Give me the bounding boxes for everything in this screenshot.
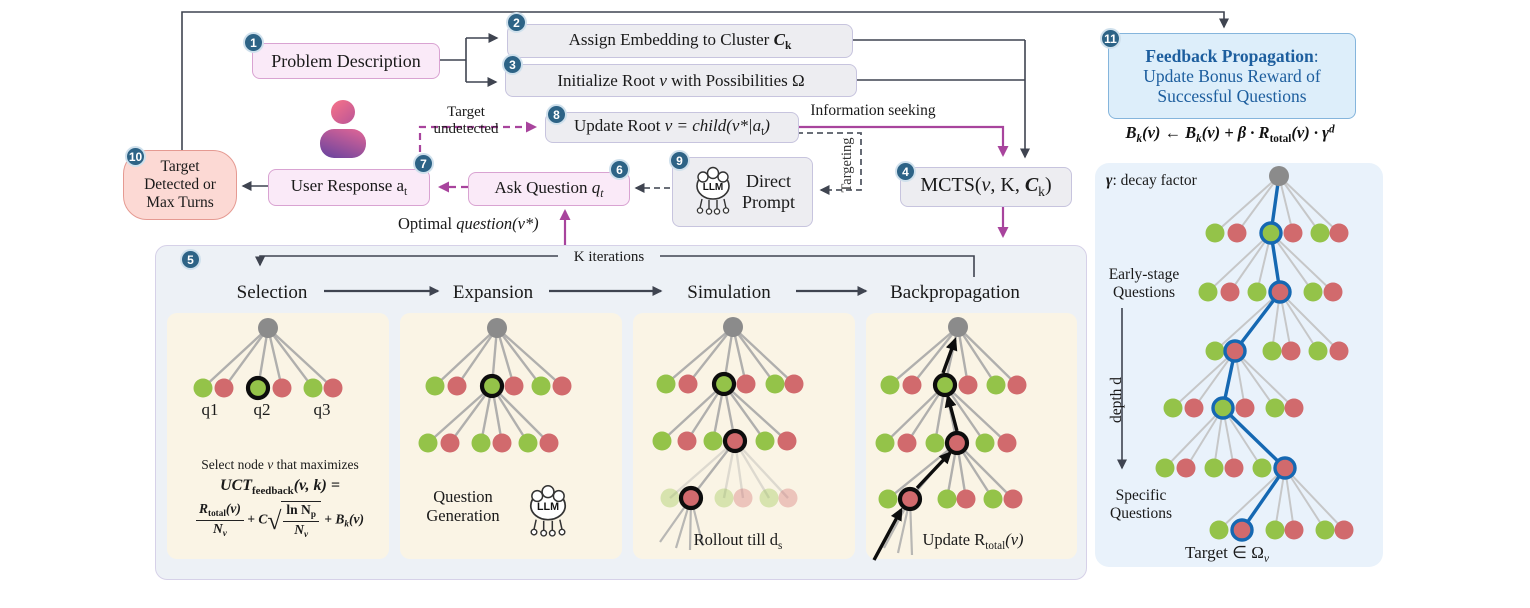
target-detected-box: Target Detected or Max Turns bbox=[123, 150, 237, 220]
update-rtotal-label: Update Rtotal(v) bbox=[922, 530, 1024, 552]
update-root-box: Update Root v = child(v*|at) bbox=[545, 112, 799, 143]
problem-description-box: Problem Description bbox=[252, 43, 440, 79]
user-icon bbox=[320, 100, 366, 162]
target-in-omega-label: Target ∈ Ωv bbox=[1185, 543, 1269, 566]
step-3-badge: 3 bbox=[502, 54, 523, 75]
direct-prompt-line2: Prompt bbox=[741, 192, 795, 212]
assign-embedding-box: Assign Embedding to Cluster Ck bbox=[507, 24, 853, 58]
q2-label: q2 bbox=[253, 400, 271, 419]
decay-factor-label: γ: decay factor bbox=[1106, 172, 1197, 189]
bonus-update-formula: Bk(v) ← Bk(v) + β · Rtotal(v) · γd bbox=[1125, 123, 1335, 145]
depth-d-label: depth d bbox=[1108, 376, 1125, 424]
step-6-badge: 6 bbox=[609, 159, 630, 180]
step-11-badge: 11 bbox=[1100, 28, 1121, 49]
step-2-badge: 2 bbox=[506, 12, 527, 33]
mcts-box: MCTS(v, K, Ck) bbox=[900, 167, 1072, 207]
backpropagation-subpanel bbox=[866, 313, 1077, 559]
stage-backpropagation-label: Backpropagation bbox=[890, 282, 1020, 303]
uct-formula: UCTfeedback(v, k) = Rtotal(v)Nv + C√ln N… bbox=[170, 477, 390, 539]
user-response-box: User Response at bbox=[268, 169, 430, 206]
llm-icon: LLM bbox=[522, 482, 574, 543]
step-9-badge: 9 bbox=[669, 150, 690, 171]
stage-selection-label: Selection bbox=[236, 282, 308, 303]
svg-text:LLM: LLM bbox=[703, 182, 724, 193]
stage-simulation-label: Simulation bbox=[687, 282, 771, 303]
feedback-propagation-box: Feedback Propagation: Update Bonus Rewar… bbox=[1108, 33, 1356, 119]
rollout-label: Rollout till ds bbox=[693, 530, 783, 552]
selection-caption: Select node v that maximizes bbox=[201, 457, 359, 472]
direct-prompt-line1: Direct bbox=[746, 171, 791, 192]
step-10-badge: 10 bbox=[125, 146, 146, 167]
initialize-root-box: Initialize Root v with Possibilities Ω bbox=[505, 64, 857, 97]
stage-expansion-label: Expansion bbox=[452, 282, 534, 303]
optimal-question-label: Optimal question(v*) bbox=[398, 214, 539, 233]
step-5-badge: 5 bbox=[180, 249, 201, 270]
q3-label: q3 bbox=[313, 400, 331, 419]
information-seeking-label: Information seeking bbox=[810, 102, 936, 119]
step-1-badge: 1 bbox=[243, 32, 264, 53]
k-iterations-label: K iterations bbox=[558, 249, 660, 266]
llm-icon: LLM bbox=[690, 164, 736, 221]
svg-text:LLM: LLM bbox=[537, 501, 559, 513]
problem-description-label: Problem Description bbox=[271, 50, 421, 71]
step-8-badge: 8 bbox=[546, 104, 567, 125]
simulation-subpanel bbox=[633, 313, 855, 559]
ask-question-box: Ask Question qt bbox=[468, 172, 630, 206]
targeting-label: Targeting bbox=[839, 137, 855, 193]
step-7-badge: 7 bbox=[413, 153, 434, 174]
q1-label: q1 bbox=[201, 400, 219, 419]
step-4-badge: 4 bbox=[895, 161, 916, 182]
direct-prompt-box: LLM Direct Prompt bbox=[672, 157, 813, 227]
target-undetected-label: Target undetected bbox=[433, 104, 499, 138]
